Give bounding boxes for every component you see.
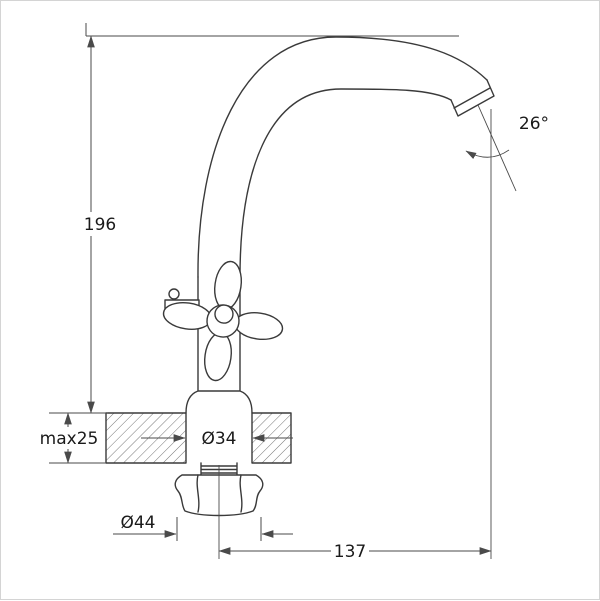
angle-arc-arrow — [465, 149, 510, 160]
height-label-bg — [81, 212, 119, 236]
mounting-nut-flutes — [196, 474, 243, 513]
dimension-nut-diameter: Ø44 — [113, 513, 293, 541]
index-screw-icon — [168, 288, 180, 300]
angle-label: 26° — [519, 114, 549, 134]
thickness-label-bg — [43, 427, 95, 449]
dimensions: 196 max25 Ø34 Ø44 137 — [40, 23, 549, 562]
dimension-mount-thickness: max25 — [40, 412, 106, 464]
dimension-hole-diameter: Ø34 — [141, 429, 293, 449]
thickness-label: max25 — [40, 429, 99, 449]
dimension-angle: 26° — [465, 104, 549, 192]
riser-body — [185, 276, 253, 414]
height-label: 196 — [84, 215, 116, 235]
dimension-reach: 137 — [218, 109, 492, 562]
handle-cross — [162, 260, 284, 382]
reach-label-bg — [331, 540, 369, 562]
dimension-height: 196 — [81, 23, 459, 414]
hole-diameter-label: Ø34 — [201, 429, 236, 449]
reach-label: 137 — [334, 542, 366, 562]
height-extension-lines — [85, 23, 459, 414]
angle-reference-line — [477, 104, 517, 192]
handle-assembly — [162, 260, 284, 382]
thickness-extension-lines — [49, 412, 106, 464]
handle-cap — [214, 304, 234, 324]
handle-lobe-right — [234, 312, 284, 341]
nut-diameter-label: Ø44 — [120, 513, 155, 533]
nut-extension-lines — [176, 517, 262, 541]
spout-curve — [197, 36, 488, 278]
handle-lobe-bottom — [203, 332, 232, 382]
spout-nozzle — [450, 79, 495, 117]
